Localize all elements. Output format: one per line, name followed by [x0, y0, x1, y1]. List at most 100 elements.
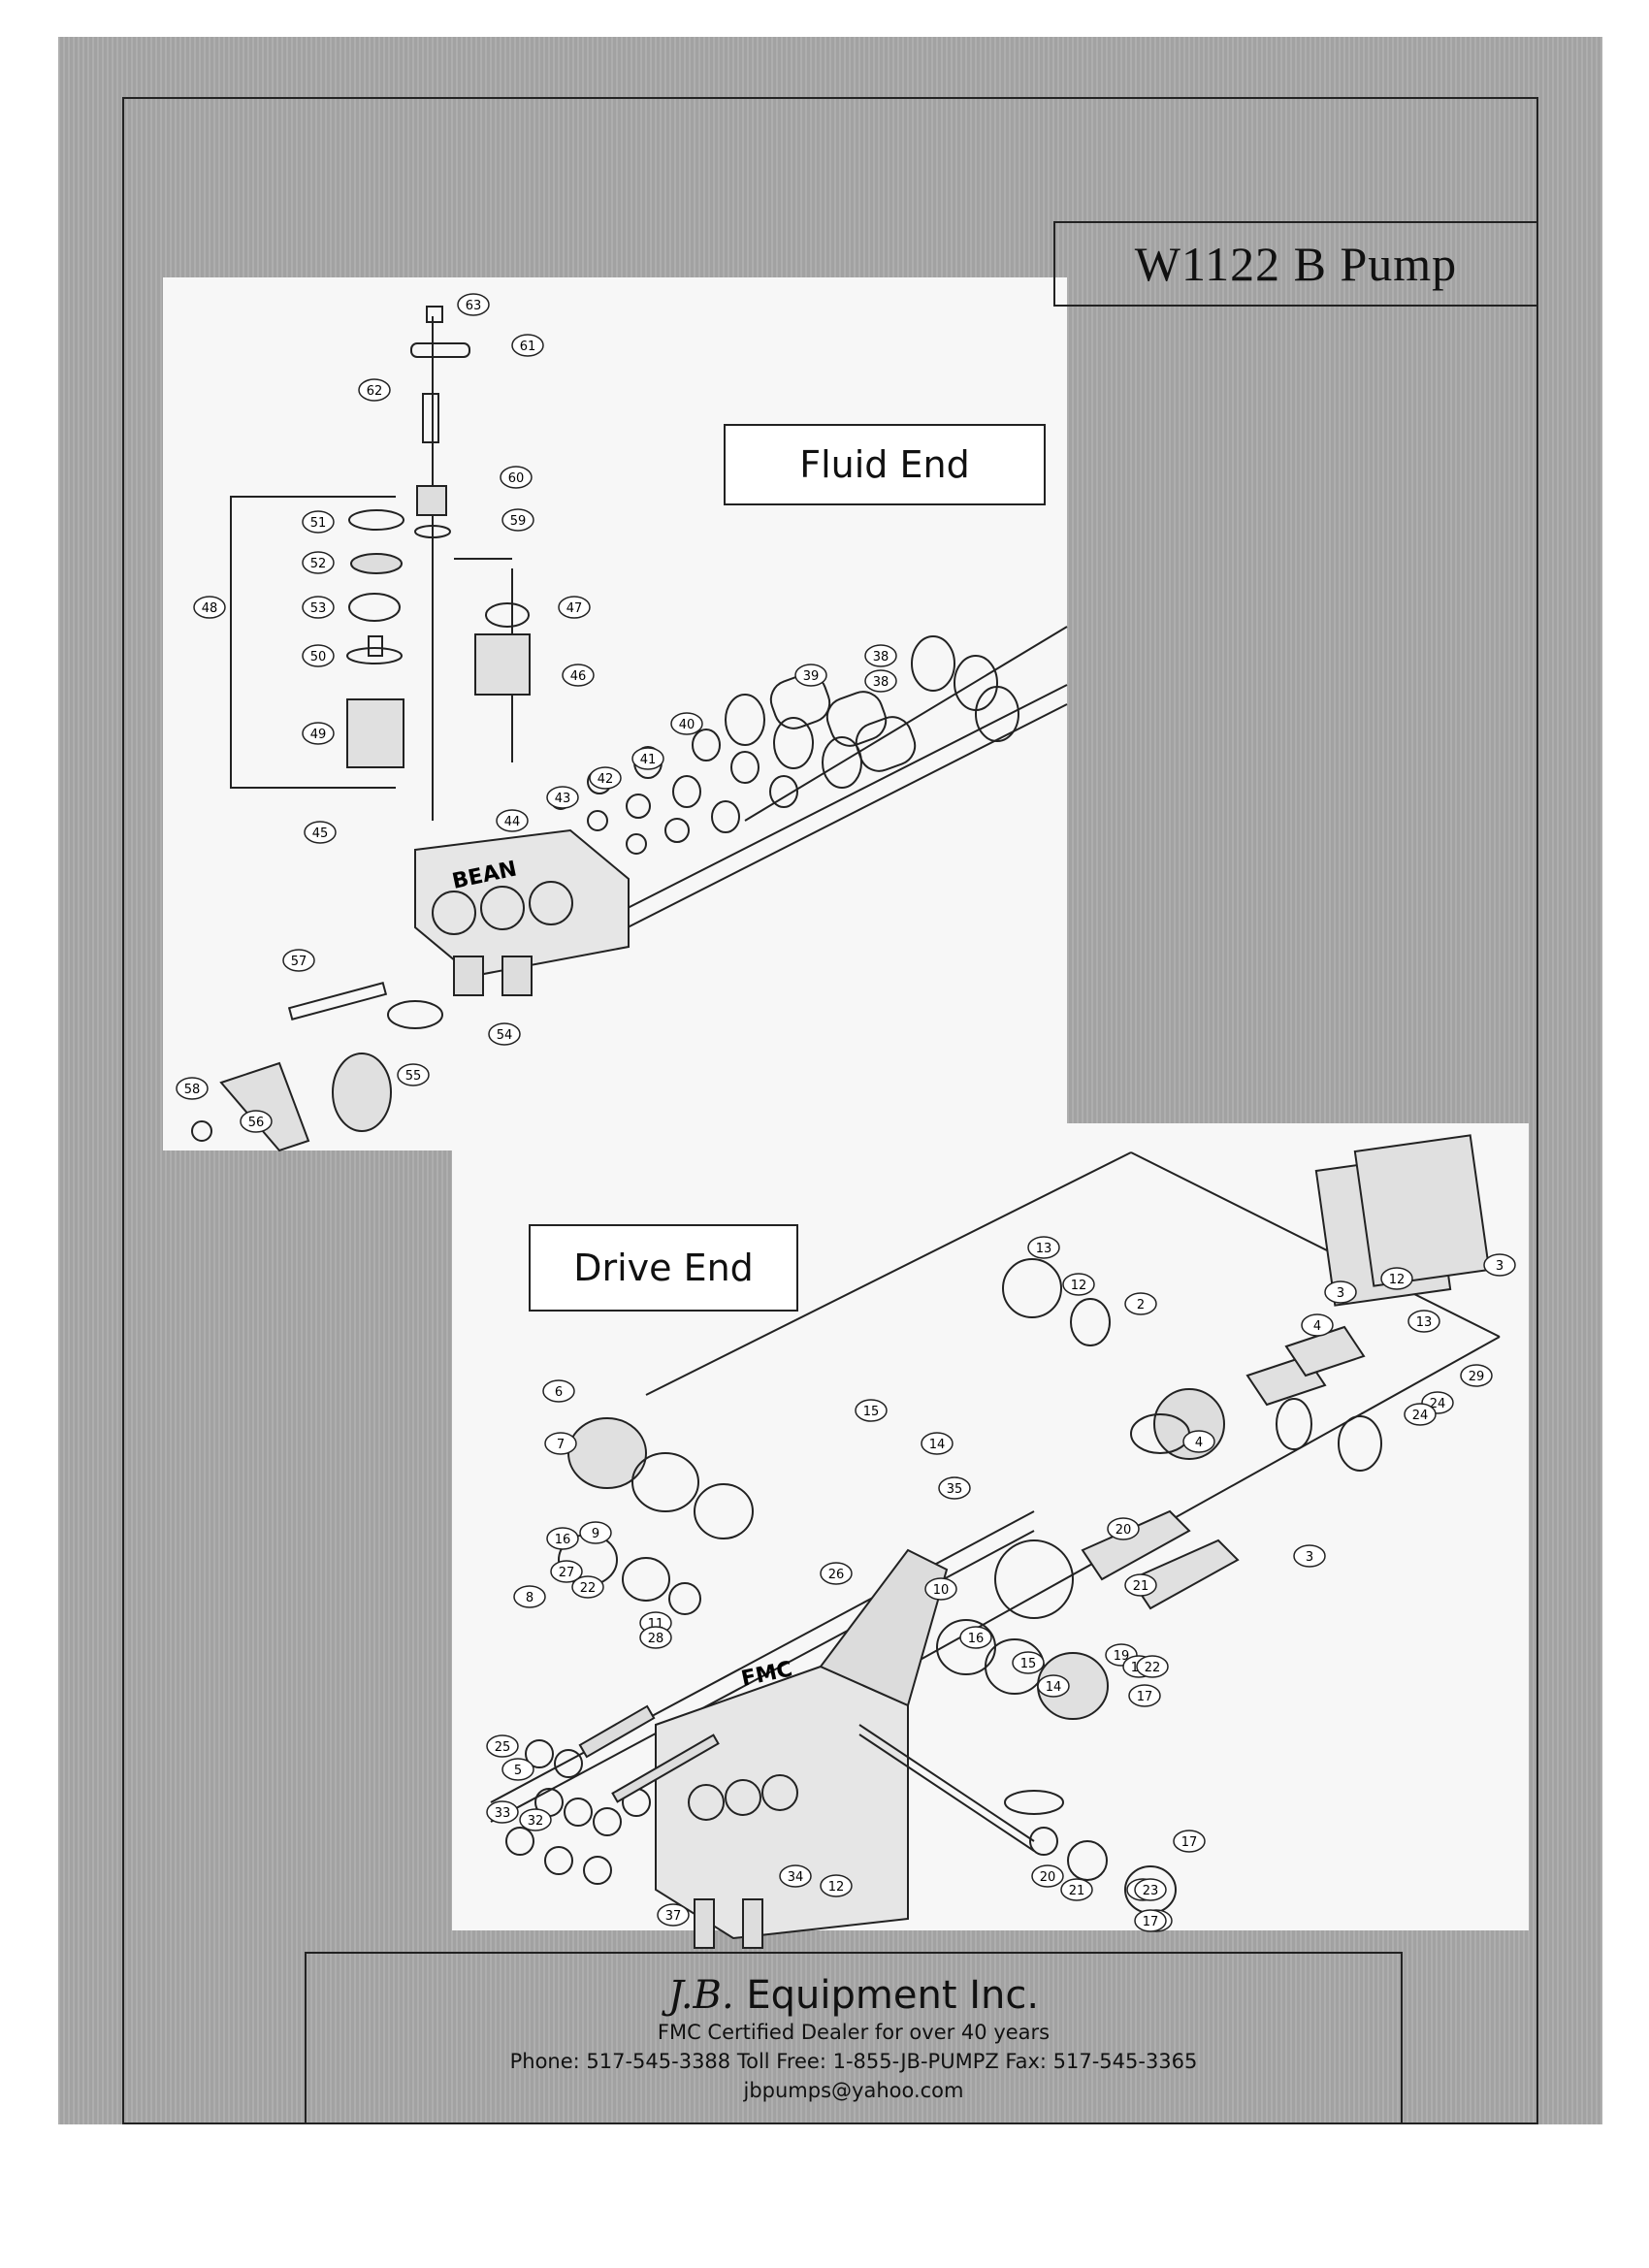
svg-text:42: 42	[598, 772, 614, 787]
svg-text:28: 28	[648, 1632, 664, 1646]
callout-label: 38	[864, 644, 897, 667]
company-monogram: J.B.	[667, 1973, 734, 2018]
callout-label: 27	[550, 1560, 583, 1583]
callout-label: 9	[579, 1521, 612, 1544]
callout-label: 13	[1027, 1236, 1060, 1259]
svg-text:38: 38	[873, 650, 889, 664]
callout-label: 3	[1324, 1280, 1357, 1304]
svg-text:15: 15	[1020, 1657, 1037, 1671]
callout-label: 54	[488, 1022, 521, 1046]
callout-label: 2	[1124, 1292, 1157, 1315]
callout-label: 59	[501, 508, 534, 532]
svg-text:9: 9	[592, 1527, 599, 1541]
email: jbpumps@yahoo.com	[743, 2079, 964, 2102]
svg-text:16: 16	[555, 1533, 571, 1547]
callout-label: 40	[670, 712, 703, 735]
svg-text:21: 21	[1069, 1884, 1085, 1898]
callout-label: 39	[794, 664, 827, 687]
callout-label: 13	[1407, 1310, 1440, 1333]
callout-label: 4	[1182, 1430, 1215, 1453]
svg-text:17: 17	[1143, 1915, 1159, 1929]
svg-text:21: 21	[1133, 1579, 1149, 1594]
callout-label: 43	[546, 786, 579, 809]
svg-text:22: 22	[1145, 1661, 1161, 1675]
svg-text:34: 34	[788, 1870, 804, 1885]
svg-text:20: 20	[1040, 1870, 1056, 1885]
callout-label: 15	[855, 1399, 888, 1422]
callout-label: 61	[511, 334, 544, 357]
contact-line: Phone: 517-545-3388 Toll Free: 1-855-JB-…	[509, 2050, 1198, 2073]
callout-label: 22	[1136, 1655, 1169, 1678]
svg-text:6: 6	[555, 1385, 563, 1400]
svg-text:50: 50	[310, 650, 327, 664]
svg-text:14: 14	[1046, 1680, 1062, 1695]
fluid-end-label: Fluid End	[724, 424, 1046, 505]
callout-label: 5	[501, 1758, 534, 1781]
callout-label: 20	[1107, 1517, 1140, 1540]
svg-text:4: 4	[1313, 1319, 1321, 1334]
callout-label: 46	[562, 664, 595, 687]
svg-text:62: 62	[367, 384, 383, 399]
callout-label: 17	[1134, 1909, 1167, 1932]
callout-label: 12	[1380, 1267, 1413, 1290]
callout-label: 29	[1460, 1364, 1493, 1387]
callout-label: 26	[820, 1562, 853, 1585]
callout-label: 21	[1124, 1573, 1157, 1597]
svg-text:12: 12	[1071, 1279, 1087, 1293]
svg-text:55: 55	[405, 1069, 422, 1084]
callout-label: 17	[1173, 1830, 1206, 1853]
svg-text:61: 61	[520, 340, 536, 354]
svg-text:35: 35	[947, 1482, 963, 1497]
company-name-text: Equipment Inc.	[746, 1973, 1040, 2018]
svg-text:33: 33	[495, 1806, 511, 1821]
svg-text:41: 41	[640, 753, 657, 767]
svg-text:57: 57	[291, 955, 307, 969]
svg-text:43: 43	[555, 792, 571, 806]
svg-text:2: 2	[1137, 1298, 1145, 1312]
tagline: FMC Certified Dealer for over 40 years	[657, 2021, 1051, 2044]
svg-text:53: 53	[310, 601, 327, 616]
page-title: W1122 B Pump	[1053, 221, 1538, 307]
svg-text:54: 54	[497, 1028, 513, 1043]
svg-text:52: 52	[310, 557, 327, 571]
callout-label: 16	[959, 1626, 992, 1649]
callout-label: 25	[486, 1734, 519, 1758]
svg-text:13: 13	[1416, 1315, 1433, 1330]
callout-label: 37	[657, 1903, 690, 1927]
callout-label: 23	[1134, 1878, 1167, 1901]
callout-label: 3	[1293, 1544, 1326, 1568]
callout-label: 15	[1012, 1651, 1045, 1674]
svg-text:59: 59	[510, 514, 527, 529]
callout-label: 28	[639, 1626, 672, 1649]
callout-label: 24	[1404, 1403, 1437, 1426]
callout-label: 12	[820, 1874, 853, 1897]
svg-text:29: 29	[1469, 1370, 1485, 1384]
callout-label: 60	[500, 466, 533, 489]
callout-label: 34	[779, 1864, 812, 1888]
svg-text:23: 23	[1143, 1884, 1159, 1898]
svg-text:48: 48	[202, 601, 218, 616]
svg-text:3: 3	[1496, 1259, 1504, 1274]
svg-text:32: 32	[528, 1814, 544, 1829]
svg-text:17: 17	[1137, 1690, 1153, 1704]
svg-text:16: 16	[968, 1632, 985, 1646]
svg-text:12: 12	[1389, 1273, 1406, 1287]
svg-text:22: 22	[580, 1581, 597, 1596]
callout-label: 41	[631, 747, 664, 770]
svg-text:25: 25	[495, 1740, 511, 1755]
svg-text:58: 58	[184, 1083, 201, 1097]
callout-label: 63	[457, 293, 490, 316]
callout-label: 56	[240, 1110, 273, 1133]
callout-label: 10	[924, 1577, 957, 1601]
callout-label: 17	[1128, 1684, 1161, 1707]
svg-text:4: 4	[1195, 1436, 1203, 1450]
callout-label: 21	[1060, 1878, 1093, 1901]
callout-label: 12	[1062, 1273, 1095, 1296]
svg-text:10: 10	[933, 1583, 950, 1598]
svg-text:12: 12	[828, 1880, 845, 1895]
callout-label: 53	[302, 596, 335, 619]
svg-text:51: 51	[310, 516, 327, 531]
svg-text:38: 38	[873, 675, 889, 690]
callout-label: 35	[938, 1476, 971, 1500]
callout-label: 57	[282, 949, 315, 972]
